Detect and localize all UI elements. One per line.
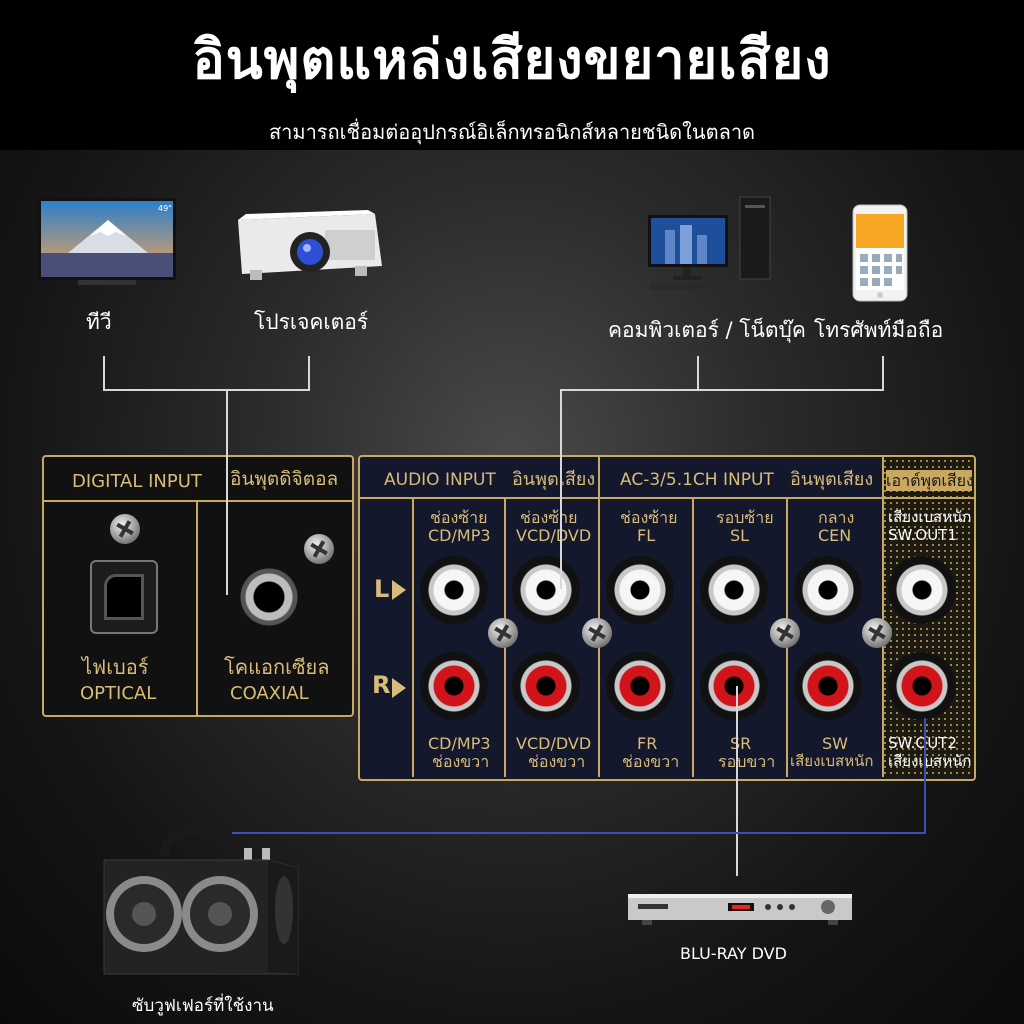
col3-bot-en: FR bbox=[637, 734, 658, 753]
output-header: เอาต์พุตเสียง bbox=[886, 470, 974, 491]
col2-bot-en: VCD/DVD bbox=[516, 734, 592, 753]
screw bbox=[770, 618, 800, 648]
jack-cen[interactable] bbox=[794, 556, 862, 624]
header-band bbox=[0, 0, 1024, 150]
audio-header-th: อินพุตเสียง bbox=[512, 469, 596, 490]
coaxial-label-th: โคแอกเซียล bbox=[224, 655, 330, 679]
column-divider bbox=[692, 499, 694, 777]
screw bbox=[488, 618, 518, 648]
digital-header-en: DIGITAL INPUT bbox=[72, 471, 202, 492]
computer-image bbox=[648, 196, 771, 291]
col4-top-th: รอบซ้าย bbox=[716, 508, 774, 527]
optical-port[interactable] bbox=[90, 560, 158, 634]
col1-top-th: ช่องซ้าย bbox=[430, 508, 488, 527]
right-arrow-icon bbox=[392, 678, 406, 698]
screw bbox=[110, 514, 140, 544]
phone-label: โทรศัพท์มือถือ bbox=[814, 318, 944, 342]
wire-projector-drop bbox=[308, 356, 310, 390]
col6-top-th: เสียงเบสหนัก bbox=[888, 508, 972, 526]
col1-top-en: CD/MP3 bbox=[428, 526, 491, 545]
screw bbox=[582, 618, 612, 648]
ac3-header-en: AC-3/5.1CH INPUT bbox=[620, 470, 774, 490]
audio-group-divider bbox=[598, 457, 600, 777]
optical-label-th: ไฟเบอร์ bbox=[82, 655, 149, 679]
col1-bot-th: ช่องขวา bbox=[432, 752, 490, 771]
dvd-player-image bbox=[628, 894, 852, 925]
wire-right-bar bbox=[560, 389, 884, 391]
jack-fl[interactable] bbox=[606, 556, 674, 624]
right-channel-label: R bbox=[372, 671, 391, 699]
wire-left-bar bbox=[103, 389, 310, 391]
audio-header-divider bbox=[360, 497, 974, 499]
col5-top-th: กลาง bbox=[818, 508, 855, 527]
optical-label-en: OPTICAL bbox=[80, 683, 157, 704]
wire-vcd-overlay bbox=[560, 455, 562, 589]
wire-coax-overlay bbox=[226, 455, 228, 595]
col4-top-en: SL bbox=[730, 526, 750, 545]
col6-top-en: SW.OUT1 bbox=[888, 526, 957, 544]
tv-label: ทีวี bbox=[86, 310, 112, 334]
jack-sw[interactable] bbox=[794, 652, 862, 720]
left-arrow-icon bbox=[392, 580, 406, 600]
col2-top-th: ช่องซ้าย bbox=[520, 508, 578, 527]
jack-sr[interactable] bbox=[700, 652, 768, 720]
jack-sl[interactable] bbox=[700, 556, 768, 624]
jack-vcd-left[interactable] bbox=[512, 556, 580, 624]
left-channel-label: L bbox=[374, 575, 390, 603]
col5-top-en: CEN bbox=[818, 526, 852, 545]
page-title: อินพุตแหล่งเสียงขยายเสียง bbox=[192, 28, 832, 91]
wire-computer-drop bbox=[697, 356, 699, 390]
col6-bot-th: เสียงเบสหนัก bbox=[888, 752, 972, 770]
jack-cd-right[interactable] bbox=[420, 652, 488, 720]
jack-cd-left[interactable] bbox=[420, 556, 488, 624]
dvd-label: BLU-RAY DVD bbox=[680, 944, 787, 963]
projector-image bbox=[238, 210, 382, 280]
computer-label: คอมพิวเตอร์ / โน็ตบุ๊ค bbox=[608, 318, 806, 342]
col4-bot-th: รอบขวา bbox=[718, 752, 776, 771]
digital-header-th: อินพุตดิจิตอล bbox=[230, 468, 339, 490]
wire-phone-drop bbox=[882, 356, 884, 390]
col5-bot-th: เสียงเบสหนัก bbox=[790, 752, 874, 770]
col3-top-th: ช่องซ้าย bbox=[620, 508, 678, 527]
jack-vcd-right[interactable] bbox=[512, 652, 580, 720]
ac3-header-th: อินพุตเสียง bbox=[790, 469, 874, 490]
wire-tv-drop bbox=[103, 356, 105, 390]
subwoofer-label: ซับวูฟเฟอร์ที่ใช้งาน bbox=[132, 996, 274, 1016]
col2-top-en: VCD/DVD bbox=[516, 526, 592, 545]
page-subtitle: สามารถเชื่อมต่ออุปกรณ์อิเล็กทรอนิกส์หลาย… bbox=[268, 120, 756, 144]
digital-header-divider bbox=[44, 500, 352, 502]
output-group-divider bbox=[882, 457, 884, 777]
coaxial-jack[interactable] bbox=[232, 560, 306, 634]
audio-header-en: AUDIO INPUT bbox=[384, 470, 496, 490]
wire-sw-horizontal bbox=[232, 832, 926, 834]
jack-sw-out2[interactable] bbox=[888, 652, 956, 720]
tv-image: 49" bbox=[38, 198, 176, 285]
col4-bot-en: SR bbox=[730, 734, 752, 753]
subwoofer-image bbox=[103, 826, 299, 975]
col3-bot-th: ช่องขวา bbox=[622, 752, 680, 771]
tv-size-badge: 49" bbox=[158, 204, 172, 213]
wire-sw-out2-drop bbox=[924, 718, 926, 834]
jack-sw-out1[interactable] bbox=[888, 556, 956, 624]
lr-column-divider bbox=[412, 499, 414, 777]
screw bbox=[862, 618, 892, 648]
wire-to-dvd bbox=[736, 686, 738, 876]
col2-bot-th: ช่องขวา bbox=[528, 752, 586, 771]
projector-label: โปรเจคเตอร์ bbox=[254, 310, 369, 334]
jack-fr[interactable] bbox=[606, 652, 674, 720]
coaxial-label-en: COAXIAL bbox=[230, 683, 309, 704]
col5-bot-en: SW bbox=[822, 734, 848, 753]
digital-column-divider bbox=[196, 500, 198, 715]
col6-bot-en: SW.OUT2 bbox=[888, 734, 957, 752]
phone-image bbox=[852, 204, 908, 302]
col3-top-en: FL bbox=[637, 526, 656, 545]
screw bbox=[304, 534, 334, 564]
col1-bot-en: CD/MP3 bbox=[428, 734, 491, 753]
